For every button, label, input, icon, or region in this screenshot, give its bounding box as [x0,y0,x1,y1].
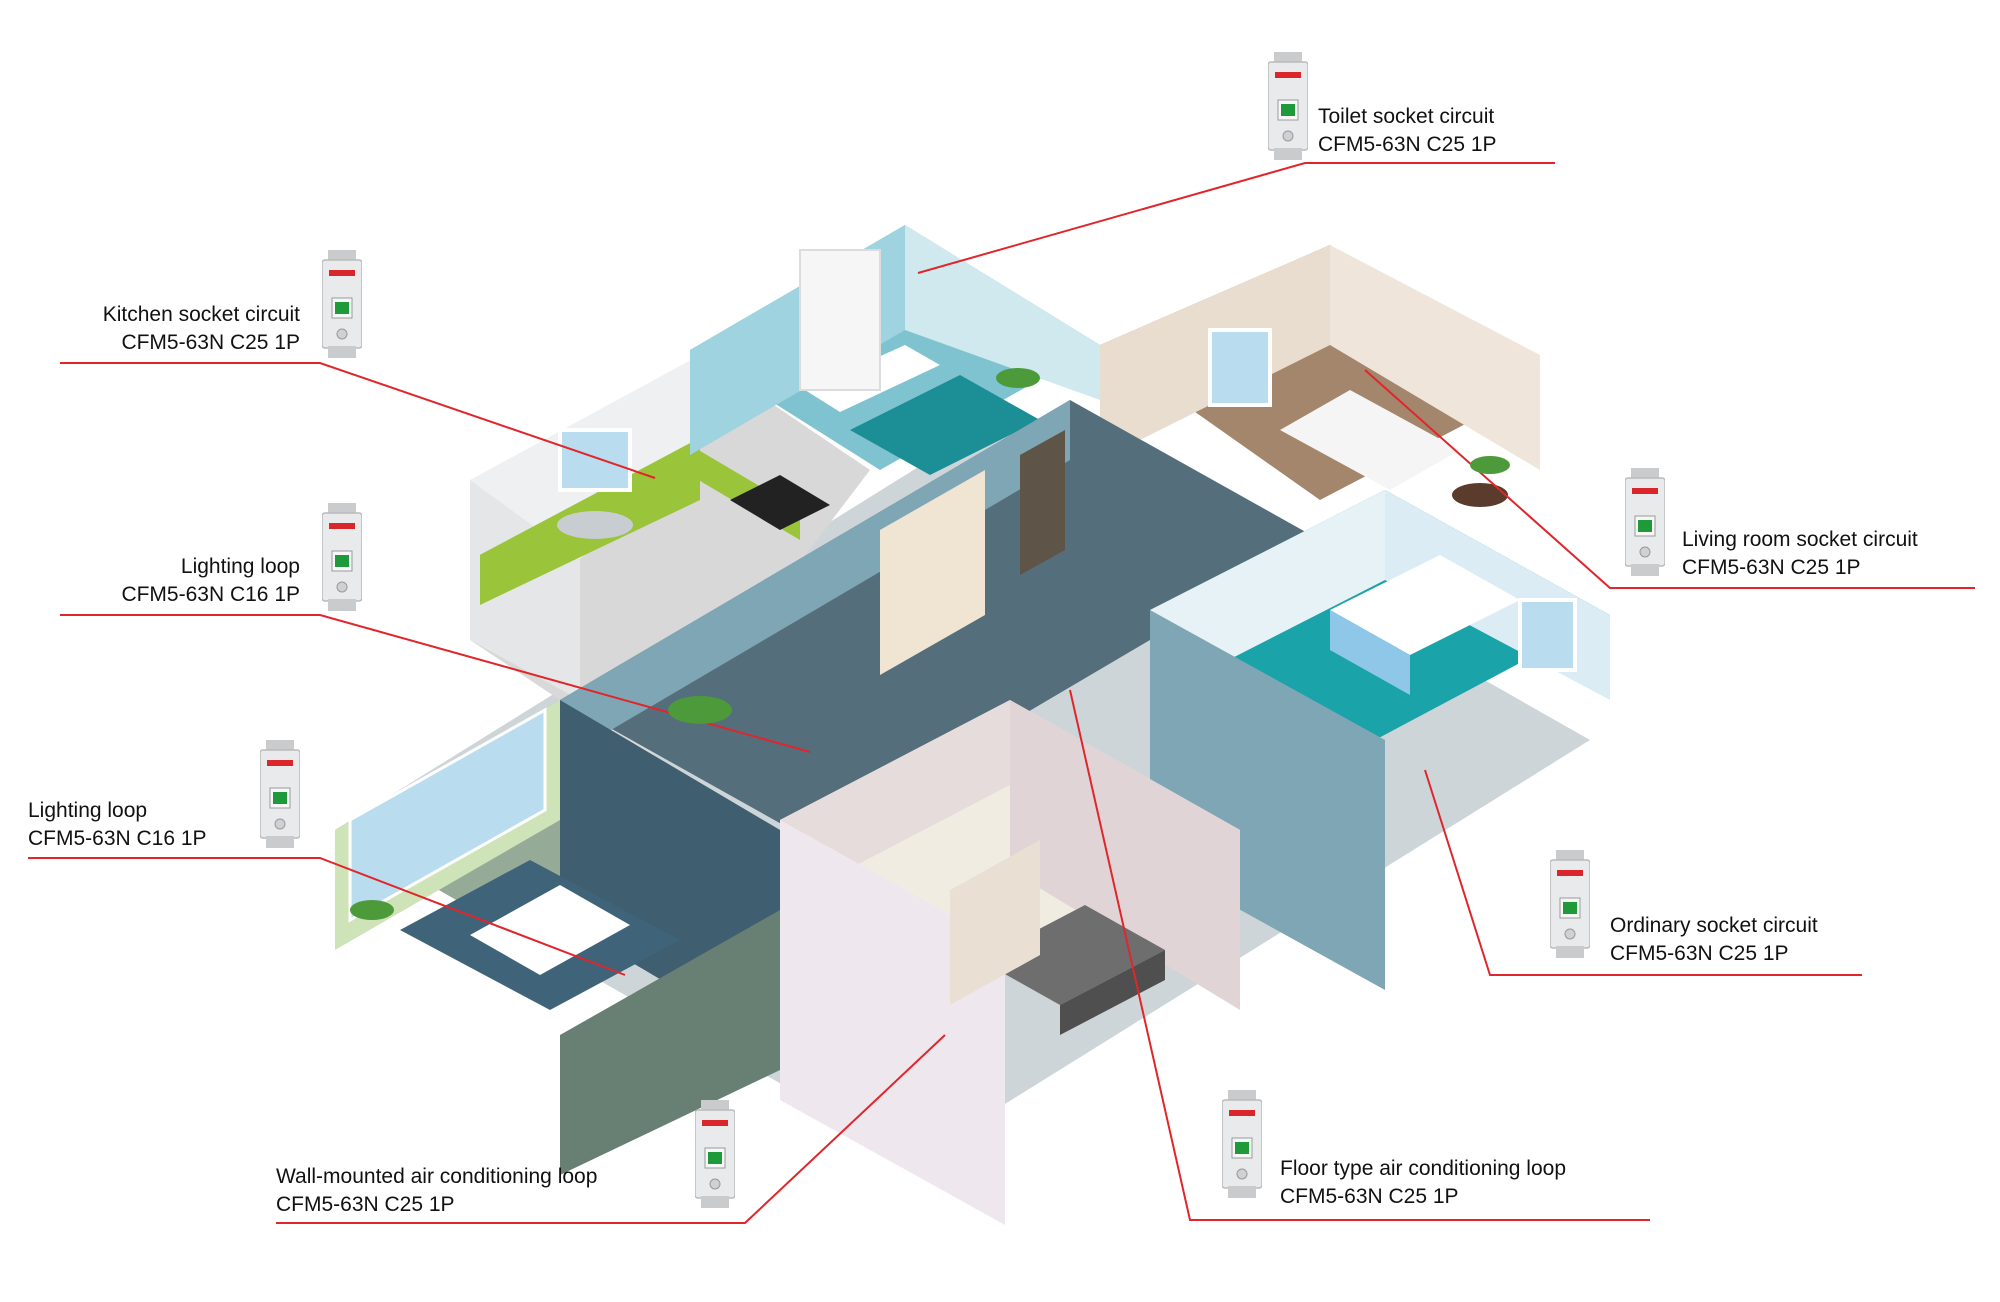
mcb-breaker-icon [1221,1090,1263,1198]
leader-line-floorac [1069,689,1650,1221]
hallway [560,400,1320,840]
leader-line-lighting1 [60,614,811,753]
office-room [335,700,780,1175]
leader-line-toilet [917,162,1555,274]
callout-living: Living room socket circuit CFM5-63N C25 … [1682,526,1918,582]
mcb-breaker-icon [259,740,301,848]
callout-floor-ac: Floor type air conditioning loop CFM5-63… [1280,1155,1566,1211]
callout-model: CFM5-63N C25 1P [121,331,300,354]
mcb-breaker-icon [321,503,363,611]
plant-icon [350,368,1510,920]
leader-line-kitchen [60,362,656,479]
callout-model: CFM5-63N C16 1P [28,827,207,850]
callout-lighting-2: Lighting loop CFM5-63N C16 1P [28,797,207,853]
kids-bedroom [1150,490,1610,990]
callout-name: Lighting loop [28,799,148,822]
mcb-breaker-icon [1267,52,1309,160]
callout-kitchen: Kitchen socket circuit CFM5-63N C25 1P [30,301,300,357]
callout-name: Floor type air conditioning loop [1280,1157,1567,1180]
leader-line-wallac [276,1034,946,1224]
leader-lines [28,162,1975,1224]
callout-name: Lighting loop [180,555,300,578]
callout-ordinary: Ordinary socket circuit CFM5-63N C25 1P [1610,912,1818,968]
callout-model: CFM5-63N C25 1P [1682,556,1861,579]
leader-line-ordinary [1424,769,1862,976]
mcb-breaker-icon [694,1100,736,1208]
callout-model: CFM5-63N C25 1P [1280,1185,1459,1208]
callout-model: CFM5-63N C25 1P [276,1193,455,1216]
bathroom-room [690,225,1100,475]
callout-name: Living room socket circuit [1682,528,1918,551]
leader-line-lighting2 [28,857,626,976]
master-bedroom [780,700,1240,1225]
callout-name: Ordinary socket circuit [1610,914,1818,937]
mcb-breaker-icon [1549,850,1591,958]
leader-line-living [1364,369,1975,589]
callout-name: Kitchen socket circuit [102,303,300,326]
callout-wall-ac: Wall-mounted air conditioning loop CFM5-… [276,1163,597,1219]
callout-lighting-1: Lighting loop CFM5-63N C16 1P [30,553,300,609]
mcb-breaker-icon [1624,468,1666,576]
mcb-breaker-icon [321,250,363,358]
callout-toilet: Toilet socket circuit CFM5-63N C25 1P [1318,103,1497,159]
callout-model: CFM5-63N C25 1P [1610,942,1789,965]
callout-name: Toilet socket circuit [1318,105,1495,128]
living-room [1100,245,1540,507]
callout-name: Wall-mounted air conditioning loop [276,1165,598,1188]
callout-model: CFM5-63N C25 1P [1318,133,1497,156]
kitchen-room [470,355,870,760]
callout-model: CFM5-63N C16 1P [121,583,300,606]
